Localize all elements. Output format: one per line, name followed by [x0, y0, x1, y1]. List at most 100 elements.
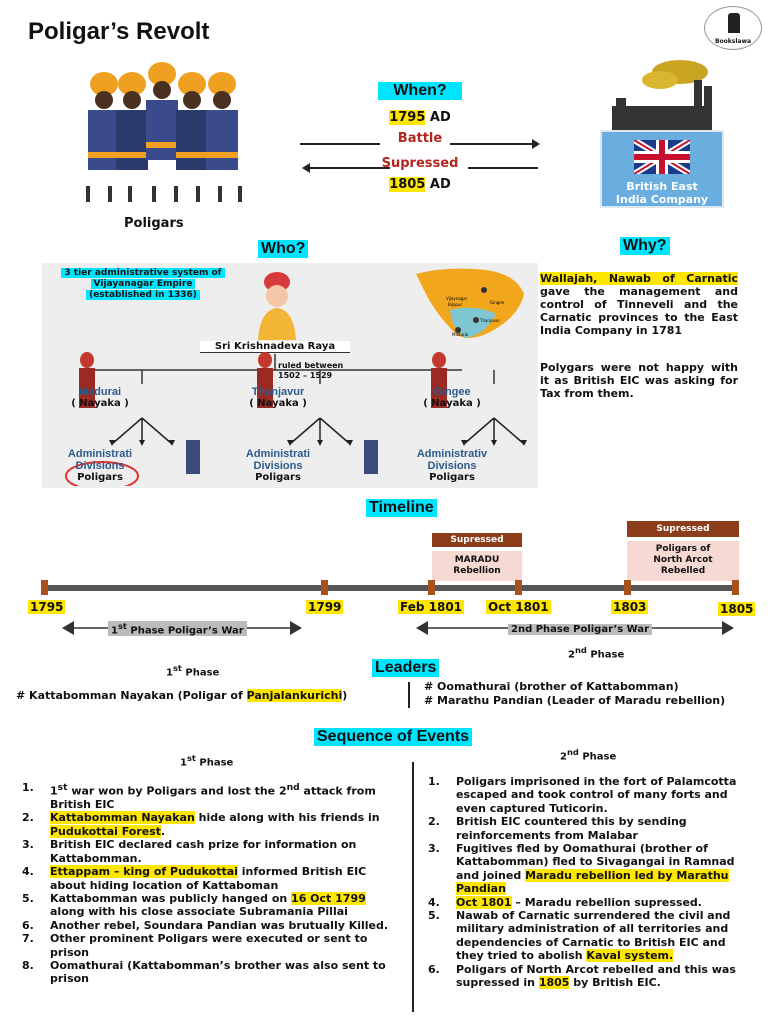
start-year: 1795 — [389, 110, 426, 125]
timeline-tick — [428, 580, 435, 595]
poligars-sub: Poligars — [77, 472, 123, 483]
admin-line-1: Administrati — [245, 448, 311, 460]
event2-line-1: Poligars of — [655, 544, 711, 554]
phase-1-war-num: 1 — [111, 625, 118, 637]
end-year-suffix: AD — [425, 177, 451, 192]
leaders-phase-1-label: 1st Phase — [166, 663, 219, 678]
why-paragraph-1: Wallajah, Nawab of Carnatic gave the man… — [540, 272, 738, 337]
event1-line-2: Rebellion — [453, 566, 501, 576]
timeline-year-1803: 1803 — [611, 600, 649, 614]
start-year-suffix: AD — [425, 110, 451, 125]
leader-kattabomman: # Kattabomman Nayakan (Poligar of — [16, 689, 247, 702]
item-text: Oomathurai (Kattabomman’s brother was al… — [50, 958, 386, 986]
event1-supressed-tag: Supressed — [432, 533, 522, 547]
nayaka-role: ( Nayaka ) — [423, 398, 481, 409]
nayaka-role: ( Nayaka ) — [71, 398, 129, 409]
admin-system-note: 3 tier administrative system of Vijayana… — [48, 268, 238, 301]
admin-line-1: Administrativ — [416, 448, 488, 460]
item-text: war won by Poligars and lost the 2 — [67, 784, 287, 798]
item-text: – Maradu rebellion supressed. — [511, 895, 702, 909]
event2-line-3: Rebelled — [660, 566, 706, 576]
end-year-line: 1805 AD — [300, 177, 540, 192]
leader-marathu-pandian: # Marathu Pandian (Leader of Maradu rebe… — [424, 694, 726, 707]
leader-panjalankurichi: Panjalankurichi — [246, 689, 343, 702]
sequence-item: 5.Kattabomman was publicly hanged on 16 … — [22, 891, 398, 919]
item-sup: nd — [286, 782, 300, 793]
company-name: British East India Company — [602, 180, 722, 206]
leaders-phase-1-num: 1 — [166, 667, 173, 679]
item-number: 4. — [428, 895, 440, 909]
item-text: by British EIC. — [569, 976, 661, 990]
nayaka-figure — [257, 352, 273, 408]
item-highlight: 16 Oct 1799 — [291, 891, 366, 905]
map-label-bijapur: Bijapur — [448, 302, 462, 307]
leaders-phase-2-label: 2nd Phase — [568, 645, 624, 660]
poligars-illustration — [86, 62, 242, 202]
admin-system-line-1: 3 tier administrative system of — [61, 268, 225, 278]
admin-system-line-3: (established in 1336) — [86, 290, 200, 300]
item-number: 3. — [22, 838, 34, 852]
admin-line-2: Divisions — [253, 460, 303, 472]
poligars-label: Poligars — [124, 216, 184, 231]
leaders-phase-2-text: Phase — [586, 649, 625, 661]
item-text: along with his close associate Subramani… — [50, 905, 348, 919]
union-jack-icon — [634, 140, 690, 174]
timeline-year-feb-1801: Feb 1801 — [398, 600, 465, 614]
poligars-sub: Poligars — [255, 472, 301, 483]
item-number: 7. — [22, 932, 34, 946]
item-text: Fugitives fled by Oomathurai (brother of… — [456, 842, 735, 882]
nayaka-name: Madurai — [78, 386, 122, 398]
sequence-item: 8.Oomathurai (Kattabomman’s brother was … — [22, 959, 398, 986]
item-number: 2. — [428, 815, 440, 829]
timeline-year-1805: 1805 — [718, 602, 756, 616]
company-line-1: British East — [626, 180, 698, 193]
timeline-year-oct-1801: Oct 1801 — [486, 600, 551, 614]
battle-arrows — [300, 139, 540, 173]
admin-system-line-2: Vijayanagar Empire — [90, 279, 196, 289]
sequence-item: 3.Fugitives fled by Oomathurai (brother … — [428, 842, 754, 896]
sequence-phase-2-text: Phase — [578, 751, 617, 763]
item-number: 1. — [22, 781, 34, 794]
event2-supressed-tag: Supressed — [627, 521, 739, 537]
ruled-note: ruled between 1502 – 1529 — [278, 361, 343, 381]
phase-1-war-label: 1st Phase Poligar’s War — [108, 621, 247, 637]
hierarchy-lines — [65, 352, 527, 486]
sequence-phase-1-text: Phase — [195, 757, 234, 769]
sequence-phase-1-num: 1 — [180, 757, 187, 769]
sequence-phase-2-list: 1.Poligars imprisoned in the fort of Pal… — [428, 775, 754, 990]
why-paragraph-1-rest: gave the management and control of Tinne… — [540, 285, 738, 337]
item-number: 6. — [428, 962, 440, 976]
timeline-bar — [42, 585, 738, 591]
map-label-madurai: Madurai — [452, 332, 468, 337]
start-year-line: 1795 AD — [300, 110, 540, 125]
logo-icon — [728, 13, 740, 33]
item-text: British EIC declared cash prize for info… — [50, 838, 357, 865]
bookslawa-logo: Bookslawa — [704, 6, 762, 50]
phase-2-war-label: 2nd Phase Poligar’s War — [508, 624, 653, 635]
company-line-2: India Company — [615, 193, 709, 206]
ruled-label: ruled between — [278, 361, 344, 370]
sequence-divider — [412, 762, 414, 1012]
sequence-item: 5.Nawab of Carnatic surrendered the civi… — [428, 909, 754, 963]
leader-oomathurai: # Oomathurai (brother of Kattabomman) — [424, 680, 679, 693]
nayaka-role: ( Nayaka ) — [249, 398, 307, 409]
item-highlight: Kattabomman Nayakan — [50, 811, 195, 825]
sequence-item: 1.1st war won by Poligars and lost the 2… — [22, 781, 398, 811]
item-text: hide along with his friends in — [194, 811, 380, 825]
when-heading: When? — [378, 82, 462, 100]
item-highlight: Oct 1801 — [456, 895, 512, 909]
item-text: British EIC countered this by sending re… — [456, 815, 687, 842]
poligars-sub: Poligars — [429, 472, 475, 483]
maradu-rebellion-box: MARADU Rebellion — [432, 551, 522, 581]
map-pin-icon — [481, 287, 487, 293]
map-label-gingee: Gingee — [490, 300, 505, 305]
south-india-map: Vijaynagar Gingee Thanjavur Madurai Bija… — [406, 264, 538, 342]
nayaka-figure — [431, 352, 447, 408]
item-text: Poligars of North Arcot rebelled and thi… — [456, 962, 736, 990]
phase-1-war-sup: st — [117, 621, 127, 631]
item-text: Another rebel, Soundara Pandian was brut… — [50, 918, 389, 932]
leaders-phase-2-sup: nd — [574, 645, 587, 655]
sequence-heading: Sequence of Events — [314, 728, 473, 746]
